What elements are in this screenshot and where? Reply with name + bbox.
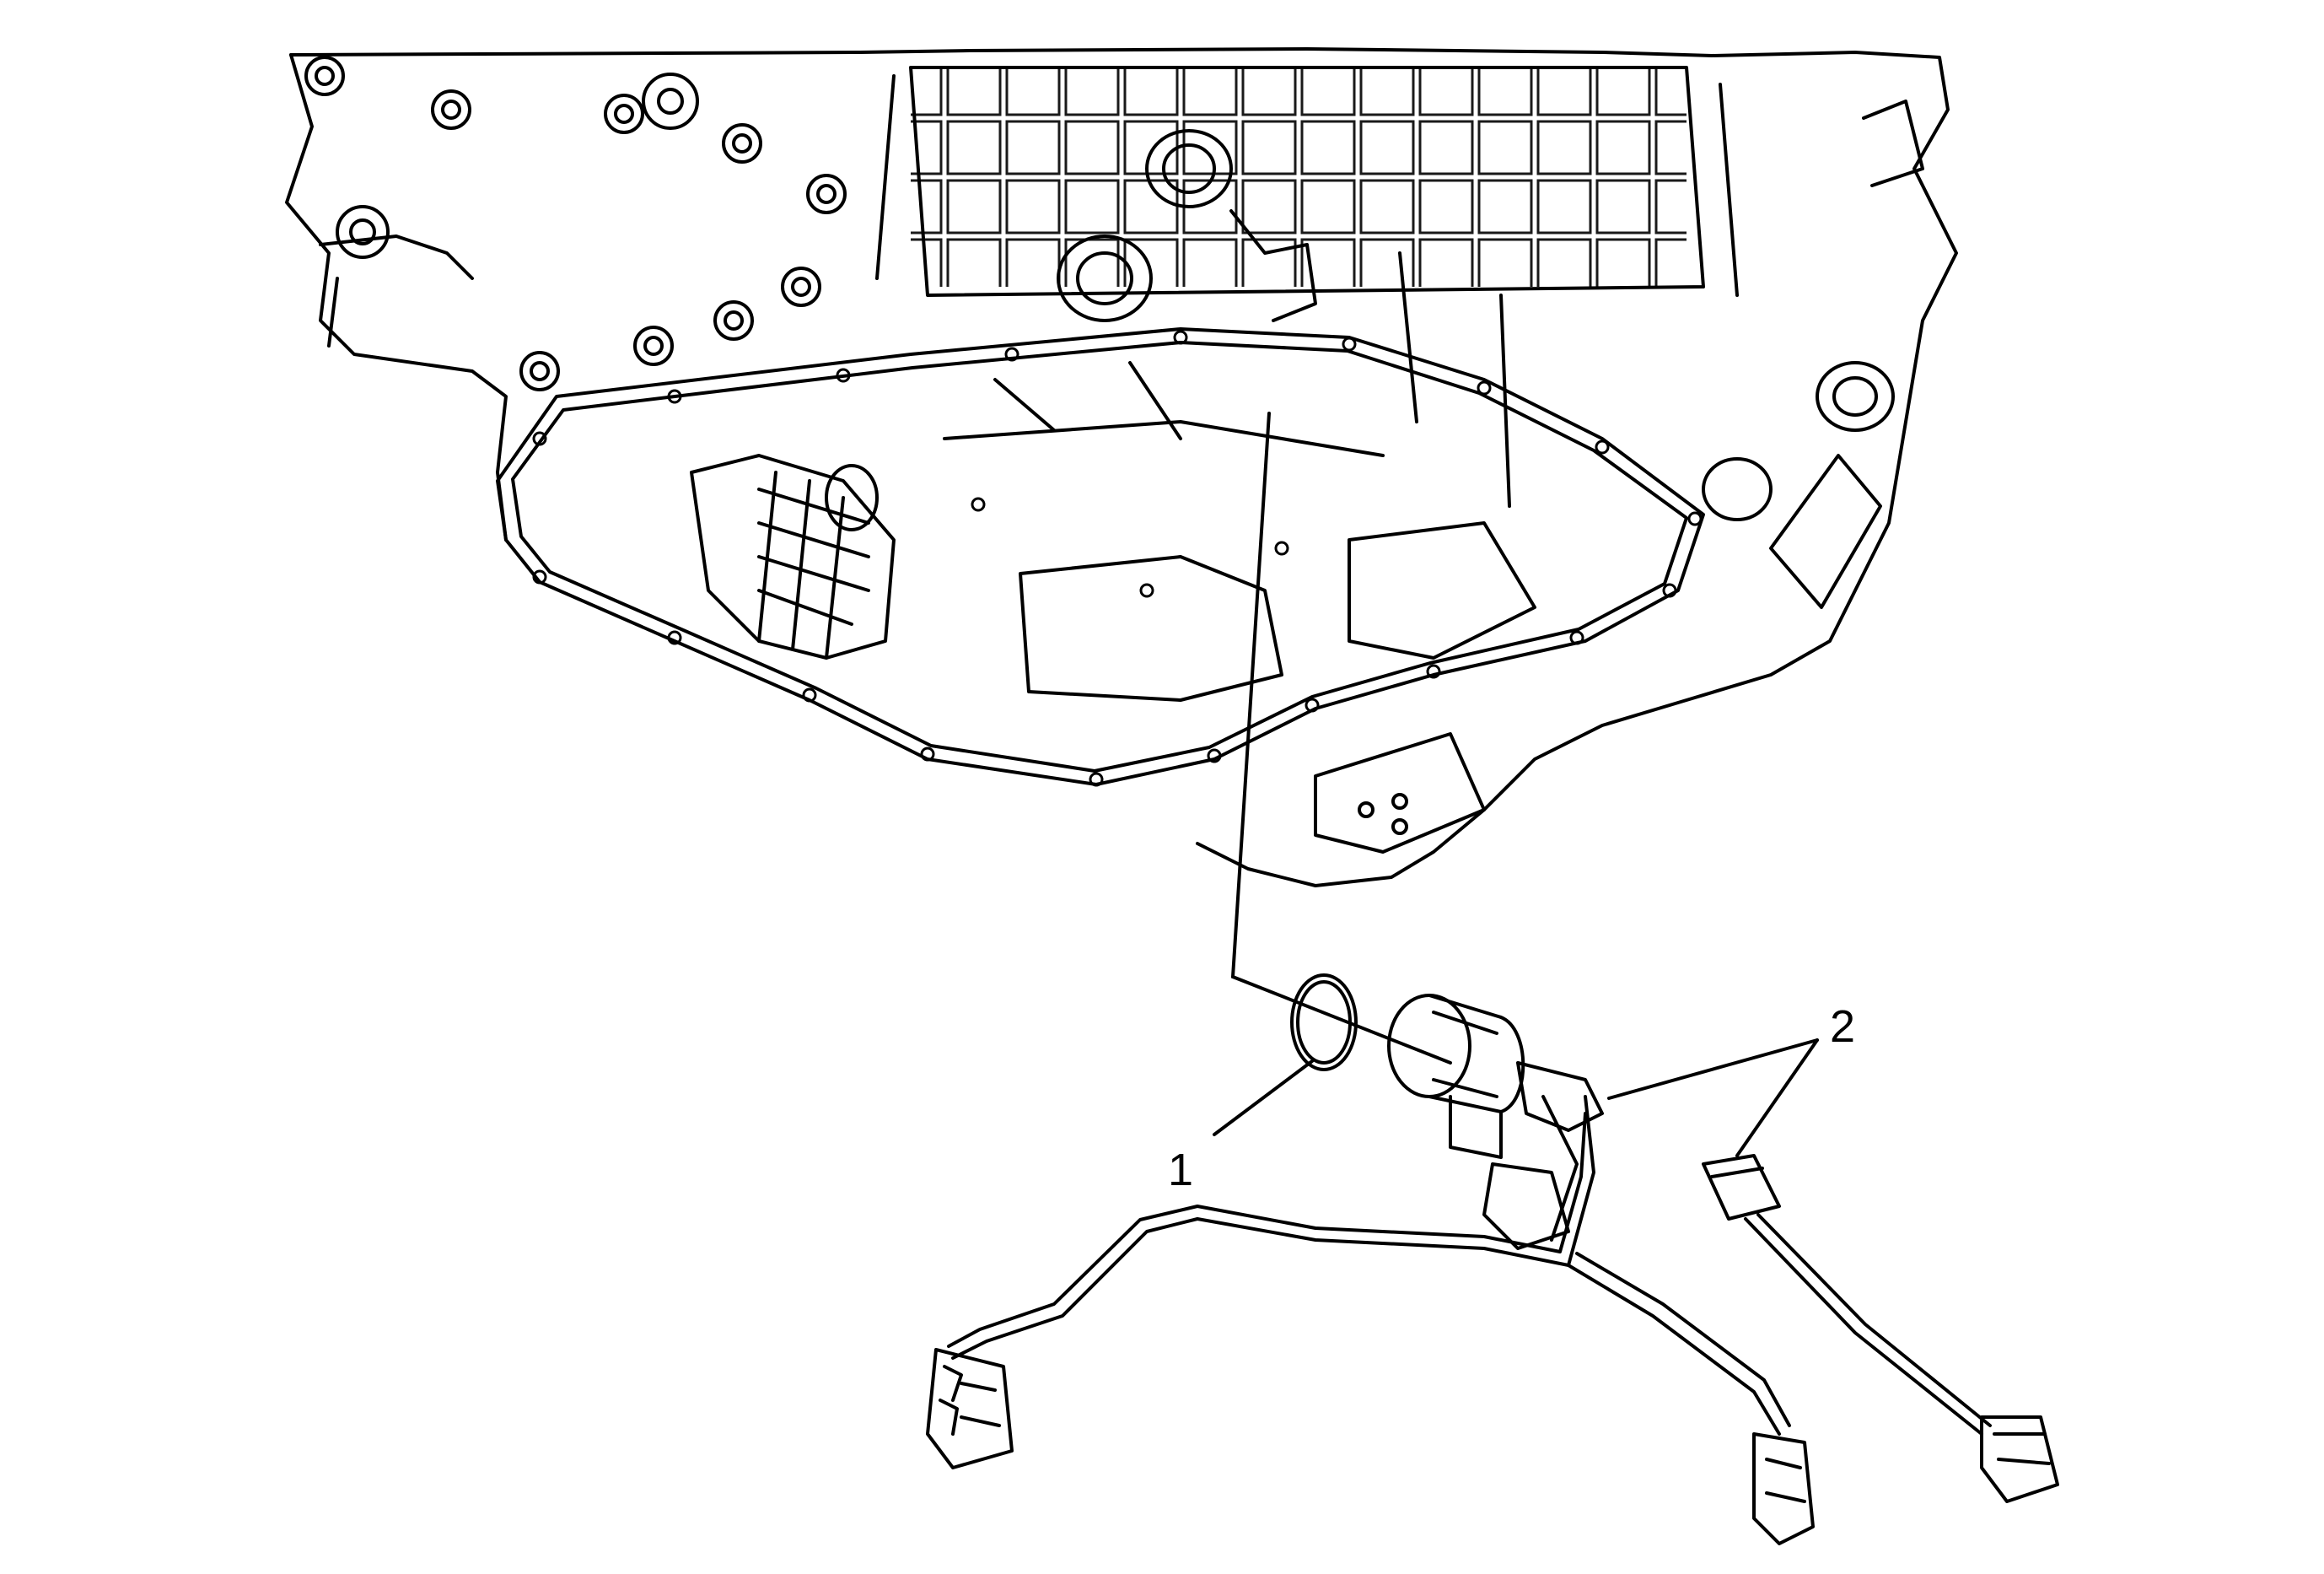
o-ring-seal (1290, 973, 1358, 1071)
harness-trunk-left (951, 1095, 1595, 1360)
leader-housing-to-connector (1230, 412, 1452, 1065)
harness-connector-right (1752, 1432, 1815, 1545)
callout-label-1: 1 (1168, 1145, 1193, 1195)
pan-bolt-holes (532, 330, 1703, 787)
callout-label-2: 2 (1830, 1001, 1855, 1052)
harness-connector-left (926, 1348, 1014, 1469)
harness-pass-through-connector (1387, 994, 1525, 1159)
leader-callout-2-b (1735, 1038, 1819, 1157)
separate-sensor-harness (1702, 1154, 2059, 1503)
harness-branch-right (1567, 1264, 1781, 1436)
leader-callout-2-a (1607, 1038, 1819, 1100)
leader-callout-1 (1213, 1059, 1314, 1136)
housing-bolts (304, 56, 847, 391)
leader-lines (1213, 412, 1819, 1157)
transmission-housing (285, 47, 1958, 887)
wiring-harness-assembly (926, 994, 1815, 1545)
